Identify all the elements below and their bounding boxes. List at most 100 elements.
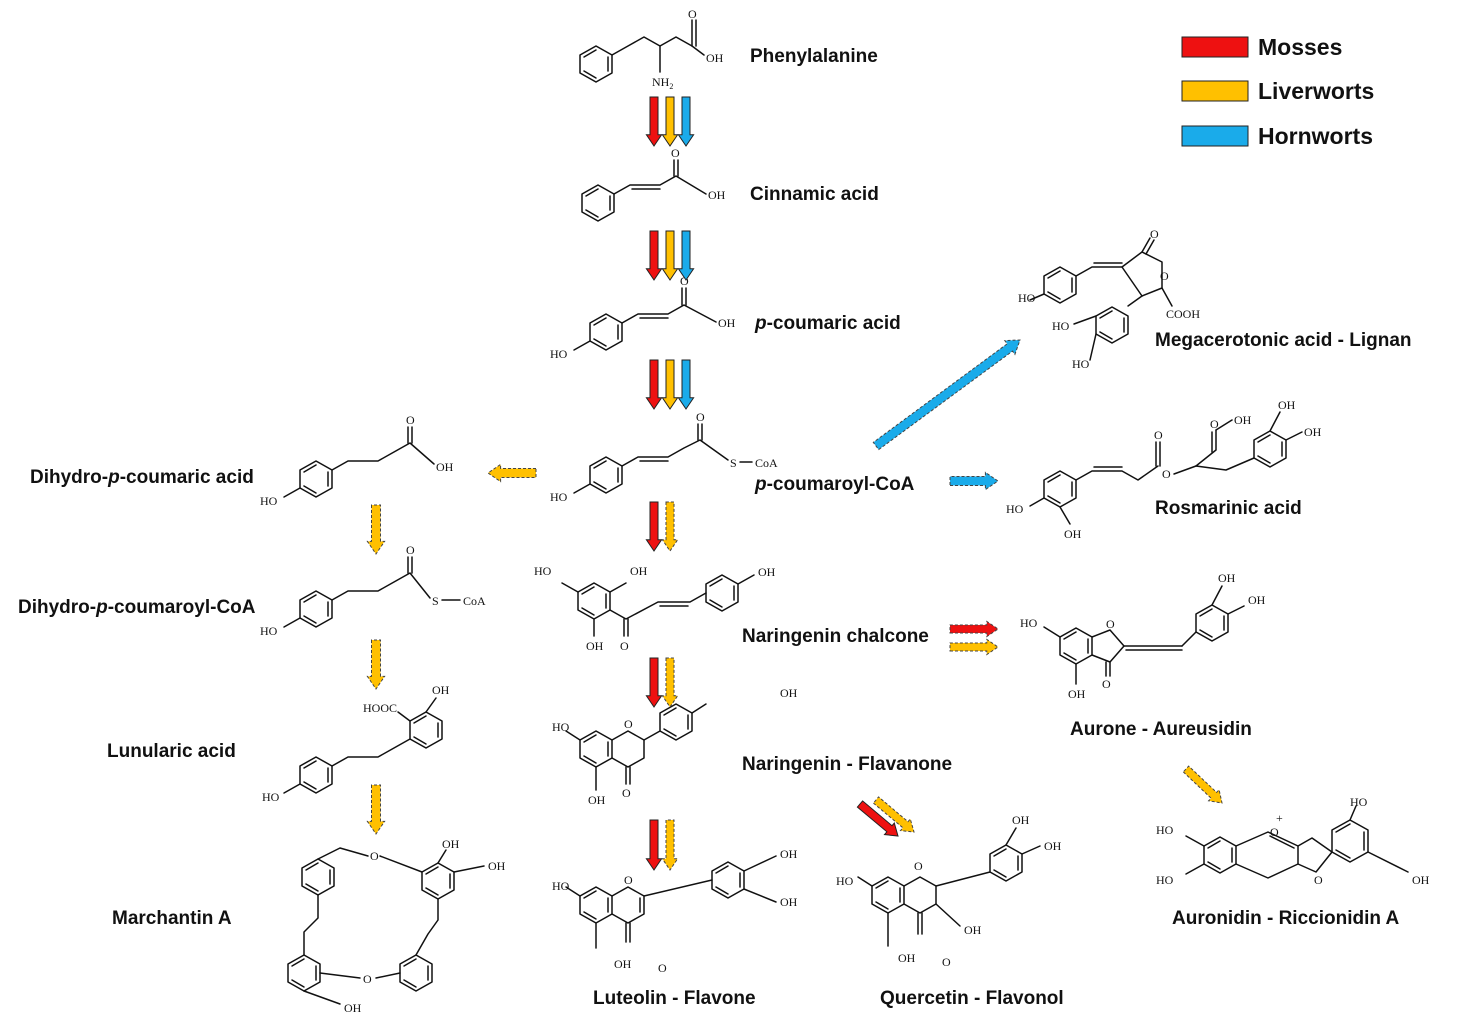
atom-oh: OH: [1068, 687, 1086, 701]
atom-s: S: [730, 456, 737, 470]
label-cinnamic-acid: Cinnamic acid: [750, 184, 879, 205]
atom-o: O: [370, 849, 379, 863]
legend-swatch-liverworts: [1181, 80, 1249, 102]
atom-ho: HO: [534, 564, 552, 578]
atom-ho: HO: [260, 624, 278, 638]
structure-luteolin: HO O OH O OH OH: [552, 847, 798, 975]
structure-aurone: HO O OH O OH OH: [1020, 571, 1266, 701]
arrow-liverworts-to-dihydro: [487, 463, 537, 483]
arrow-liverworts-marchantin: [366, 784, 386, 835]
atom-ho: HO: [1052, 319, 1070, 333]
legend-swatch-mosses: [1181, 36, 1249, 58]
label-dihydro-p-coumaroyl-coa: Dihydro-p-coumaroyl-CoA: [18, 597, 256, 618]
atom-oh: OH: [1248, 593, 1266, 607]
atom-o: O: [1154, 428, 1163, 442]
atom-o: O: [680, 274, 689, 288]
structure-auronidin: + O O HO HO HO OH: [1156, 795, 1430, 887]
structure-megacerotonic-acid: O O COOH HO HO HO: [1018, 227, 1200, 371]
arrow-liverworts-flavonoid-2: [661, 657, 679, 708]
legend: Mosses Liverworts Hornworts: [1181, 34, 1374, 149]
atom-o: O: [1150, 227, 1159, 241]
arrow-mosses-step-3: [645, 359, 663, 410]
label-megacerotonic-acid-lignan: Megacerotonic acid - Lignan: [1155, 330, 1412, 351]
atom-o: O: [620, 639, 629, 653]
atom-coa: CoA: [755, 456, 778, 470]
label-dihydro-p-coumaric-acid: Dihydro-p-coumaric acid: [30, 467, 254, 488]
atom-oh: OH: [614, 957, 632, 971]
atom-ho: HO: [836, 874, 854, 888]
arrow-hornworts-step-2: [677, 230, 695, 281]
atom-oh: OH: [708, 188, 726, 202]
atom-oh: OH: [1304, 425, 1322, 439]
arrow-liverworts-step-3: [661, 359, 679, 410]
atom-oh: OH: [588, 793, 606, 807]
atom-oh: OH: [898, 951, 916, 965]
atom-o: O: [1210, 417, 1219, 431]
atom-o: O: [671, 146, 680, 160]
atom-o: O: [1102, 677, 1111, 691]
label-p-coumaric-acid: p-coumaric acid: [754, 313, 901, 334]
atom-oh: OH: [432, 683, 450, 697]
atom-oh: OH: [1012, 813, 1030, 827]
arrow-liverworts-flavonoid-1: [661, 501, 679, 552]
structure-dihydro-p-coumaroyl-coa: O S CoA HO: [260, 543, 486, 638]
atom-ho: HO: [552, 720, 570, 734]
label-marchantin-a: Marchantin A: [112, 908, 232, 929]
atom-o: O: [696, 410, 705, 424]
arrow-liverworts-quercetin: [872, 796, 915, 833]
compound-labels: Phenylalanine Cinnamic acid p-coumaric a…: [18, 46, 1412, 1009]
structure-lunularic-acid: HOOC OH HO: [262, 683, 450, 804]
arrow-hornworts-rosmarinic: [949, 471, 999, 491]
atom-oh: OH: [1278, 398, 1296, 412]
atom-oh: OH: [706, 51, 724, 65]
label-quercetin-flavonol: Quercetin - Flavonol: [880, 988, 1064, 1009]
structure-naringenin: HO O OH O OH: [552, 686, 798, 807]
structure-phenylalanine: O OH NH2: [579, 7, 724, 91]
atom-ho: HO: [550, 347, 568, 361]
atom-oh: OH: [442, 837, 460, 851]
arrow-mosses-aurone: [949, 620, 999, 638]
label-naringenin-chalcone: Naringenin chalcone: [742, 626, 929, 647]
arrow-mosses-flavonoid-1: [645, 501, 663, 552]
atom-ho: HO: [1072, 357, 1090, 371]
atom-coa: CoA: [463, 594, 486, 608]
atom-oh: OH: [436, 460, 454, 474]
arrow-liverworts-dihydro-coa: [366, 504, 386, 555]
atom-o: O: [363, 972, 372, 986]
atom-plus: +: [1276, 811, 1283, 825]
structure-dihydro-p-coumaric-acid: O OH HO: [260, 413, 454, 508]
atom-o: O: [622, 786, 631, 800]
atom-ho: HO: [260, 494, 278, 508]
arrow-liverworts-lunularic: [366, 639, 386, 690]
legend-swatch-hornworts: [1181, 125, 1249, 147]
label-rosmarinic-acid: Rosmarinic acid: [1155, 498, 1302, 519]
arrow-hornworts-step-1: [677, 96, 695, 147]
atom-cooh: COOH: [1166, 307, 1200, 321]
atom-o: O: [688, 7, 697, 21]
label-lunularic-acid: Lunularic acid: [107, 741, 236, 762]
atom-oh: OH: [630, 564, 648, 578]
atom-o: O: [658, 961, 667, 975]
atom-oh: OH: [1064, 527, 1082, 541]
arrow-hornworts-step-3: [677, 359, 695, 410]
atom-oh: OH: [780, 847, 798, 861]
atom-oh: OH: [1218, 571, 1236, 585]
arrow-mosses-step-2: [645, 230, 663, 281]
structure-quercetin: HO O OH O OH OH OH: [836, 813, 1062, 969]
arrow-mosses-step-1: [645, 96, 663, 147]
atom-o: O: [1314, 873, 1323, 887]
arrow-liverworts-step-2: [661, 230, 679, 281]
structure-rosmarinic-acid: O O OH O OH OH HO OH: [1006, 398, 1322, 541]
atom-o: O: [624, 717, 633, 731]
atom-o: O: [942, 955, 951, 969]
atom-o: O: [406, 413, 415, 427]
atom-oh: OH: [1044, 839, 1062, 853]
atom-o: O: [914, 859, 923, 873]
atom-oh: OH: [780, 686, 798, 700]
atom-oh: OH: [586, 639, 604, 653]
arrow-hornworts-lignan: [872, 339, 1021, 451]
arrow-liverworts-step-1: [661, 96, 679, 147]
pathway-arrows: [366, 96, 1223, 871]
atom-s: S: [432, 594, 439, 608]
